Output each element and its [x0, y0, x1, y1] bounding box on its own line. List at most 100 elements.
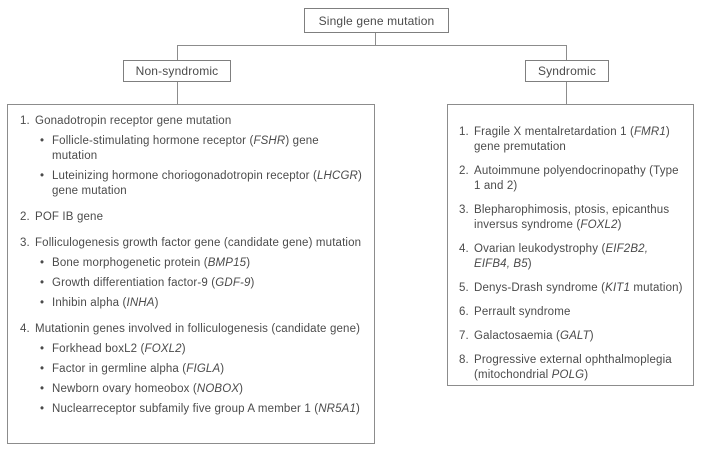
item-row: 6. Perrault syndrome: [459, 305, 685, 320]
gene-symbol: LHCGR: [316, 170, 358, 182]
item-text: Denys-Drash syndrome (KIT1 mutation): [474, 281, 685, 296]
item-number: 1.: [459, 126, 469, 138]
numbered-item: 7. Galactosaemia (GALT): [459, 329, 685, 344]
bullet-text: Growth differentiation factor-9 (GDF-9): [52, 276, 366, 291]
numbered-item: 2. POF IB gene: [20, 210, 366, 225]
numbered-item: 4. Mutationin genes involved in folliculo…: [20, 322, 366, 417]
item-number: 2.: [20, 211, 30, 223]
connector-right-drop: [566, 45, 567, 60]
bullet-item: • Inhibin alpha (INHA): [40, 296, 366, 311]
gene-symbol: NOBOX: [196, 383, 240, 395]
bullet-text: Follicle-stimulating hormone receptor (F…: [52, 134, 366, 164]
text-segment: Luteinizing hormone choriogonadotropin r…: [52, 170, 317, 182]
bullet-icon: •: [40, 363, 45, 375]
bullet-icon: •: [40, 257, 45, 269]
numbered-item: 8. Progressive external ophthalmoplegia (…: [459, 353, 685, 383]
item-row: 2. Autoimmune polyendocrinopathy (Type 1 …: [459, 164, 685, 194]
text-segment: Denys-Drash syndrome (: [474, 282, 606, 294]
bullet-list: • Follicle-stimulating hormone receptor (…: [40, 134, 366, 199]
text-segment: Forkhead boxL2 (: [52, 343, 145, 355]
item-number: 4.: [20, 323, 30, 335]
item-text: Galactosaemia (GALT): [474, 329, 685, 344]
bullet-text: Inhibin alpha (INHA): [52, 296, 366, 311]
text-segment: Factor in germline alpha (: [52, 363, 187, 375]
gene-symbol: FOXL2: [144, 343, 182, 355]
bullet-icon: •: [40, 383, 45, 395]
gene-symbol: FSHR: [253, 135, 286, 147]
text-segment: ): [356, 403, 361, 415]
gene-symbol: FMR1: [633, 126, 666, 138]
text-segment: Progressive external ophthalmoplegia (mi…: [474, 354, 672, 381]
item-text: Folliculogenesis growth factor gene (can…: [35, 236, 366, 251]
text-segment: ): [589, 330, 594, 342]
bullet-text: Forkhead boxL2 (FOXL2): [52, 342, 366, 357]
connector-right-to-list: [566, 81, 567, 104]
item-text: Mutationin genes involved in folliculoge…: [35, 322, 366, 337]
text-segment: Growth differentiation factor-9 (: [52, 277, 216, 289]
item-row: 5.Denys-Drash syndrome (KIT1 mutation): [459, 281, 685, 296]
item-text: Gonadotropin receptor gene mutation: [35, 114, 366, 129]
item-row: 1. Gonadotropin receptor gene mutation: [20, 114, 366, 129]
text-segment: Gonadotropin receptor gene mutation: [35, 115, 232, 127]
bullet-icon: •: [40, 277, 45, 289]
gene-symbol: INHA: [126, 297, 155, 309]
bullet-text: Newborn ovary homeobox (NOBOX): [52, 382, 366, 397]
branch-node-syndromic: Syndromic: [525, 60, 609, 82]
branch-label-syndromic: Syndromic: [537, 64, 597, 78]
connector-left-drop: [177, 45, 178, 60]
bullet-item: • Nuclearreceptor subfamily five group A …: [40, 402, 366, 417]
text-segment: ) gene premutation: [474, 126, 670, 153]
text-segment: Blepharophimosis, ptosis, epicanthus inv…: [474, 204, 670, 231]
item-number: 1.: [20, 115, 30, 127]
gene-symbol: KIT1: [605, 282, 631, 294]
numbered-item: 6. Perrault syndrome: [459, 305, 685, 320]
item-text: Autoimmune polyendocrinopathy (Type 1 an…: [474, 164, 685, 194]
numbered-item: 2. Autoimmune polyendocrinopathy (Type 1 …: [459, 164, 685, 194]
text-segment: ): [584, 369, 589, 381]
item-number: 8.: [459, 354, 469, 366]
text-segment: Bone morphogenetic protein (: [52, 257, 208, 269]
gene-symbol: FIGLA: [186, 363, 221, 375]
item-row: 2. POF IB gene: [20, 210, 366, 225]
numbered-item: 3.Blepharophimosis, ptosis, epicanthus i…: [459, 203, 685, 233]
text-segment: ): [250, 277, 255, 289]
item-row: 1. Fragile X mentalretardation 1 (FMR1) g…: [459, 125, 685, 155]
numbered-item: 4.Ovarian leukodystrophy (EIF2B2, EIFB4,…: [459, 242, 685, 272]
text-segment: ): [617, 219, 622, 231]
bullet-item: • Growth differentiation factor-9 (GDF-9): [40, 276, 366, 291]
item-row: 3.Blepharophimosis, ptosis, epicanthus i…: [459, 203, 685, 233]
bullet-text: Luteinizing hormone choriogonadotropin r…: [52, 169, 366, 199]
bullet-list: • Bone morphogenetic protein (BMP15) • Grow…: [40, 256, 366, 311]
bullet-item: •Forkhead boxL2 (FOXL2): [40, 342, 366, 357]
text-segment: ): [246, 257, 251, 269]
item-text: Fragile X mentalretardation 1 (FMR1) gen…: [474, 125, 685, 155]
numbered-item: 1. Fragile X mentalretardation 1 (FMR1) g…: [459, 125, 685, 155]
bullet-icon: •: [40, 297, 45, 309]
item-row: 8. Progressive external ophthalmoplegia (…: [459, 353, 685, 383]
text-segment: Perrault syndrome: [474, 306, 571, 318]
item-number: 6.: [459, 306, 469, 318]
text-segment: POF IB gene: [35, 211, 104, 223]
text-segment: Inhibin alpha (: [52, 297, 127, 309]
text-segment: Autoimmune polyendocrinopathy (Type 1 an…: [474, 165, 679, 192]
text-segment: Folliculogenesis growth factor gene (can…: [35, 237, 362, 249]
text-segment: ) gene mutation: [52, 170, 362, 197]
bullet-item: • Newborn ovary homeobox (NOBOX): [40, 382, 366, 397]
text-segment: Galactosaemia (: [474, 330, 560, 342]
bullet-icon: •: [40, 170, 45, 182]
item-number: 7.: [459, 330, 469, 342]
gene-symbol: GALT: [559, 330, 590, 342]
text-segment: Nuclearreceptor subfamily five group A m…: [52, 403, 319, 415]
gene-symbol: FOXL2: [580, 219, 618, 231]
branch-node-non-syndromic: Non-syndromic: [123, 60, 231, 82]
text-segment: Ovarian leukodystrophy (: [474, 243, 606, 255]
text-segment: ): [181, 343, 186, 355]
bullet-item: •Follicle-stimulating hormone receptor (…: [40, 134, 366, 164]
bullet-icon: •: [40, 403, 45, 415]
item-text: Ovarian leukodystrophy (EIF2B2, EIFB4, B…: [474, 242, 685, 272]
item-row: 7. Galactosaemia (GALT): [459, 329, 685, 344]
gene-symbol: BMP15: [207, 257, 247, 269]
gene-symbol: EIF2B2, EIFB4, B5: [474, 243, 649, 270]
item-number: 2.: [459, 165, 469, 177]
item-row: 4.Ovarian leukodystrophy (EIF2B2, EIFB4,…: [459, 242, 685, 272]
